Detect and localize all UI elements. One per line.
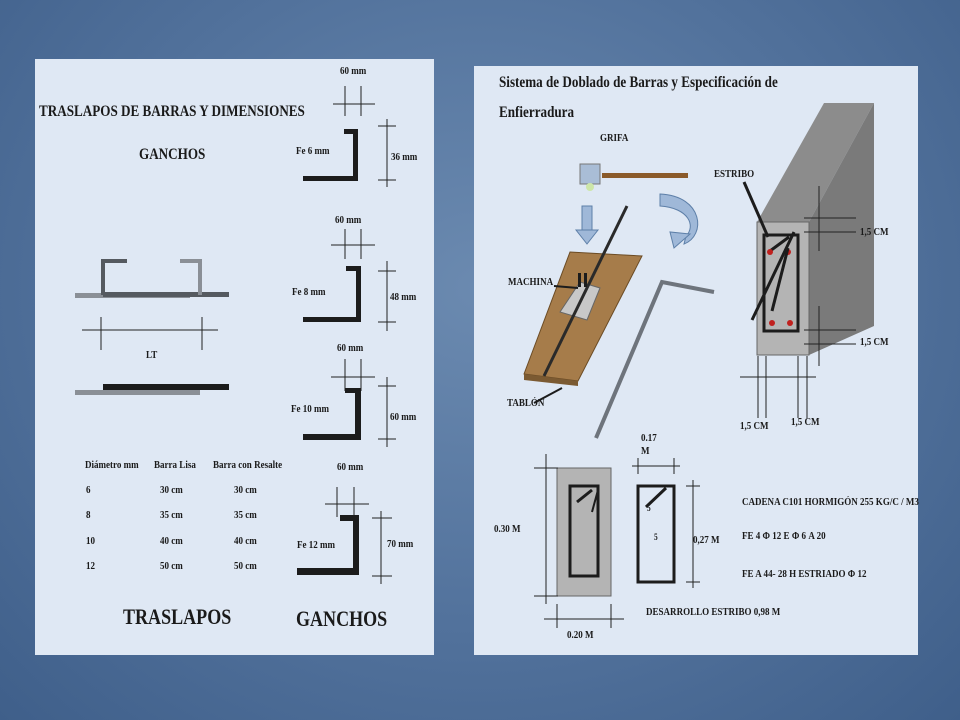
cover-dimension-lines bbox=[740, 186, 856, 418]
doblado-drawing bbox=[523, 103, 874, 628]
table-cell: 50 cm bbox=[234, 560, 257, 572]
hook-bar-label: Fe 12 mm bbox=[297, 539, 336, 551]
lt-dimension bbox=[82, 317, 218, 350]
table-cell: 30 cm bbox=[234, 484, 257, 496]
table-cell: 40 cm bbox=[160, 535, 183, 547]
grifa-tool bbox=[579, 163, 688, 191]
hook-height-label: 36 mm bbox=[391, 151, 418, 163]
estribo-label: ESTRIBO bbox=[714, 168, 755, 180]
machina-arrow bbox=[553, 285, 579, 289]
hook-fe6 bbox=[303, 86, 396, 187]
tablon-label: TABLÓN bbox=[507, 397, 545, 409]
stirrup-dimension-lines bbox=[632, 458, 700, 588]
stirrup-detail bbox=[636, 484, 676, 584]
machina-label: MACHINA bbox=[508, 276, 554, 288]
lt-label: LT bbox=[146, 349, 158, 361]
tablon-arrow bbox=[533, 387, 563, 404]
hook-width-label: 60 mm bbox=[340, 65, 367, 77]
hook-bar-label: Fe 10 mm bbox=[291, 403, 330, 415]
section-width-label: 0.20 M bbox=[567, 629, 594, 641]
doblado-title-line1: Sistema de Doblado de Barras y Especific… bbox=[499, 74, 778, 91]
table-cell: 30 cm bbox=[160, 484, 183, 496]
traslapos-drawing bbox=[75, 86, 396, 584]
cover-label-bottom-right: 1,5 CM bbox=[791, 416, 820, 428]
table-cell: 12 bbox=[86, 560, 96, 572]
traslapos-title: TRASLAPOS DE BARRAS Y DIMENSIONES bbox=[39, 103, 305, 120]
lap-splice-hooked bbox=[75, 259, 229, 298]
traslapos-panel: TRASLAPOS DE BARRAS Y DIMENSIONES GANCHO… bbox=[35, 59, 434, 655]
hook-width-label: 60 mm bbox=[337, 342, 364, 354]
stirrup-dim-a: 5 bbox=[647, 503, 651, 513]
table-cell: 35 cm bbox=[234, 509, 257, 521]
stirrup-height-label: 0,27 M bbox=[693, 534, 720, 546]
hook-bar-label: Fe 8 mm bbox=[292, 286, 326, 298]
doblado-title-line2: Enfierradura bbox=[499, 104, 575, 121]
grifa-label: GRIFA bbox=[600, 132, 629, 144]
cross-section bbox=[556, 467, 612, 597]
hook-height-label: 70 mm bbox=[387, 538, 414, 550]
table-header-ribbed-bar: Barra con Resalte bbox=[213, 459, 283, 471]
doblado-panel: Sistema de Doblado de Barras y Especific… bbox=[474, 66, 919, 655]
cover-label-mid: 1,5 CM bbox=[860, 336, 889, 348]
hook-fe8 bbox=[303, 229, 396, 331]
hook-fe10 bbox=[303, 359, 396, 447]
bent-bars bbox=[750, 231, 796, 321]
hook-fe12 bbox=[297, 487, 392, 584]
column-3d bbox=[756, 103, 874, 356]
hook-width-label: 60 mm bbox=[335, 214, 362, 226]
table-cell: 8 bbox=[86, 509, 91, 521]
spec-line-3: FE A 44- 28 H ESTRIADO Φ 12 bbox=[742, 568, 867, 580]
spec-line-1: CADENA C101 HORMIGÓN 255 KG/C / M3 bbox=[742, 496, 919, 508]
hook-height-label: 60 mm bbox=[390, 411, 417, 423]
down-arrow-icon bbox=[574, 205, 600, 245]
table-cell: 40 cm bbox=[234, 535, 257, 547]
bending-station bbox=[523, 205, 643, 386]
table-header-plain-bar: Barra Lisa bbox=[154, 459, 196, 471]
hook-height-label: 48 mm bbox=[390, 291, 417, 303]
hook-width-label: 60 mm bbox=[337, 461, 364, 473]
stirrup-width-label: 0.17 M bbox=[641, 432, 657, 457]
ganchos-caption: GANCHOS bbox=[296, 606, 388, 631]
lap-splice-straight bbox=[75, 384, 229, 395]
bent-bar bbox=[594, 279, 715, 439]
estribo-arrow bbox=[742, 181, 770, 238]
cover-label-top: 1,5 CM bbox=[860, 226, 889, 238]
table-header-diameter: Diámetro mm bbox=[85, 459, 139, 471]
table-cell: 10 bbox=[86, 535, 96, 547]
traslapos-caption: TRASLAPOS bbox=[123, 604, 232, 629]
table-cell: 35 cm bbox=[160, 509, 183, 521]
section-dimension-lines bbox=[534, 454, 624, 628]
rotate-arrow-icon bbox=[659, 193, 699, 249]
cover-label-bottom-left: 1,5 CM bbox=[740, 420, 769, 432]
ganchos-heading: GANCHOS bbox=[139, 146, 206, 163]
spec-line-2: FE 4 Φ 12 E Φ 6 A 20 bbox=[742, 530, 826, 542]
desarrollo-label: DESARROLLO ESTRIBO 0,98 M bbox=[646, 606, 781, 618]
section-height-label: 0.30 M bbox=[494, 523, 521, 535]
table-cell: 6 bbox=[86, 484, 91, 496]
table-cell: 50 cm bbox=[160, 560, 183, 572]
hook-bar-label: Fe 6 mm bbox=[296, 145, 330, 157]
stirrup-dim-b: 5 bbox=[654, 532, 658, 542]
